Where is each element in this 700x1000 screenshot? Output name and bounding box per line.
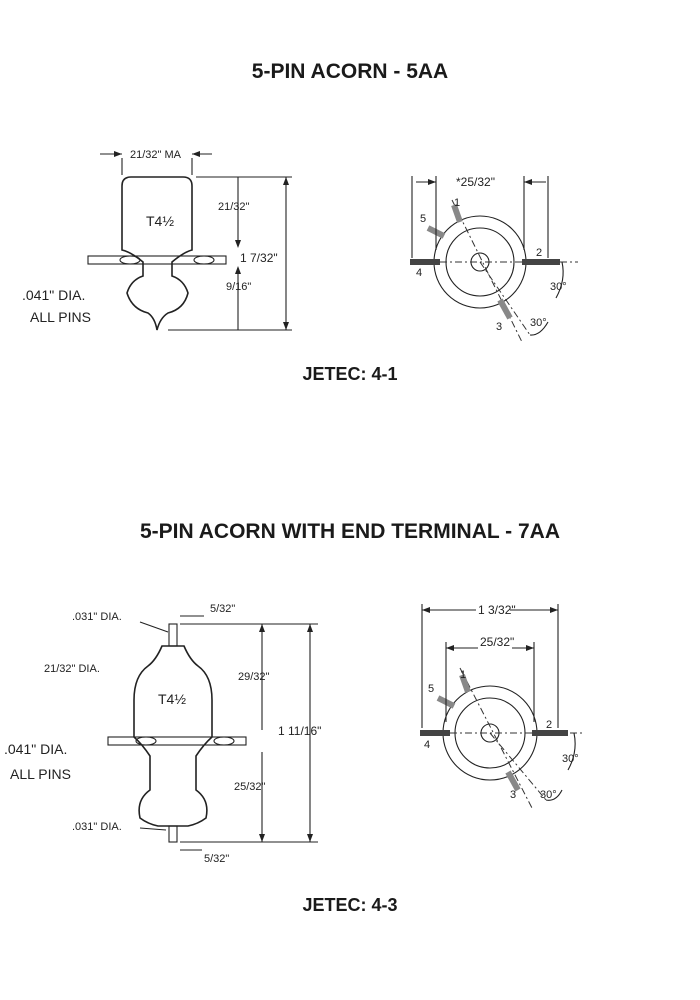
all-pins-label-7aa: ALL PINS (10, 766, 71, 782)
overall-height-label-7aa: 1 11/16" (278, 724, 321, 738)
bottom-terminal-length-label: 5/32" (204, 853, 229, 865)
pin-label-4-7aa: 4 (424, 739, 430, 751)
pin-label-1: 1 (454, 197, 460, 209)
pin-seal-left (119, 255, 141, 265)
pin-label-3: 3 (496, 321, 502, 333)
pin-label-1-7aa: 1 (460, 669, 466, 681)
pin-3-7aa (505, 770, 521, 792)
inner-span-label: 25/32" (480, 635, 514, 649)
bulb-type-label-7aa: T4½ (158, 691, 186, 707)
top-terminal-diameter-label: .031" DIA. (72, 611, 122, 623)
bulb-outline (121, 176, 193, 331)
bulb-outline-7aa (133, 645, 213, 827)
diameter-label-7aa: 21/32" DIA. (44, 663, 100, 675)
angle-label-1-7aa: 30° (562, 753, 579, 765)
pin-shaft-7aa (107, 736, 247, 746)
pin-diameter-label-7aa: .041" DIA. (4, 741, 67, 757)
bottom-terminal (168, 825, 178, 843)
bottom-terminal-diameter-label: .031" DIA. (72, 821, 122, 833)
pin-label-2-7aa: 2 (546, 719, 552, 731)
upper-height-label: 21/32" (218, 201, 250, 213)
pin-label-3-7aa: 3 (510, 789, 516, 801)
pin-label-5-7aa: 5 (428, 683, 434, 695)
bottom-view-7aa: 1 3/32" 25/32" 5 1 2 4 3 30° 30° (420, 603, 582, 809)
max-diameter-label: 21/32" MA (130, 149, 182, 161)
side-view-5aa: 21/32" MA T4½ 1 7/32" 21/32" 9/16" .041"… (22, 149, 292, 331)
jetec-label-4-1: JETEC: 4-1 (302, 364, 398, 384)
angle-label-1: 30° (550, 281, 567, 293)
side-view-7aa: T4½ .031" DIA. 5/32" 21/32" DIA. 1 11/16… (4, 603, 321, 865)
pin-3 (497, 298, 513, 320)
section-title-5aa: 5-PIN ACORN - 5AA (251, 60, 449, 83)
pin-label-4: 4 (416, 267, 422, 279)
pin-span-label: *25/32" (456, 175, 495, 189)
overall-height-label: 1 7/32" (240, 251, 278, 265)
pin-shaft (87, 255, 227, 265)
pin-label-5: 5 (420, 213, 426, 225)
bulb-type-label: T4½ (146, 213, 174, 229)
angle-label-2-7aa: 30° (540, 789, 557, 801)
pin-seal-right (193, 255, 215, 265)
pin-label-2: 2 (536, 247, 542, 259)
bottom-view-5aa: *25/32" 5 1 2 4 3 30° 30° (410, 175, 578, 343)
all-pins-label: ALL PINS (30, 309, 91, 325)
section-title-7aa: 5-PIN ACORN WITH END TERMINAL - 7AA (140, 520, 560, 543)
lower-height-label: 9/16" (226, 281, 251, 293)
angle-label-2: 30° (530, 317, 547, 329)
lower-height-label-7aa: 25/32" (234, 781, 266, 793)
upper-height-label-7aa: 29/32" (238, 671, 270, 683)
pin-1-7aa (459, 674, 471, 693)
top-terminal-length-label: 5/32" (210, 603, 235, 615)
outer-span-label: 1 3/32" (478, 603, 516, 617)
pin-diameter-label: .041" DIA. (22, 287, 85, 303)
top-terminal (168, 623, 178, 647)
pin-1 (451, 204, 463, 223)
jetec-label-4-3: JETEC: 4-3 (302, 895, 398, 915)
